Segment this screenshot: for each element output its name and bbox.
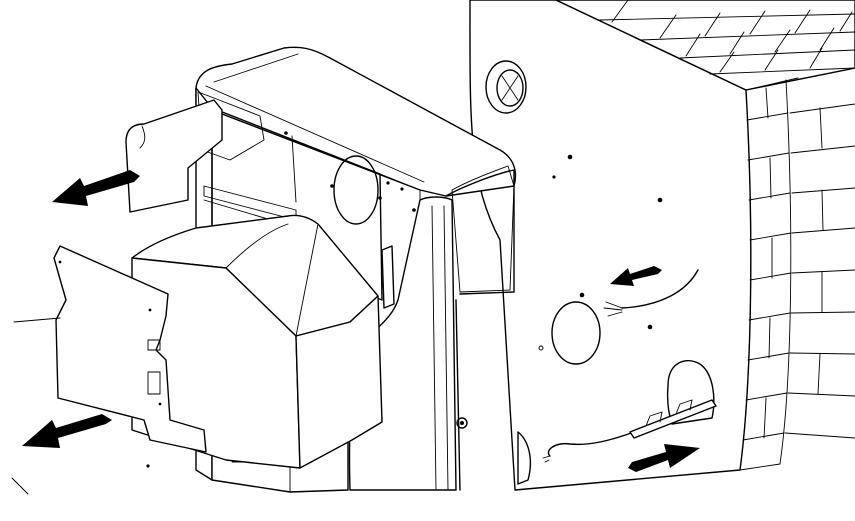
- housing-inner-frame: [211, 107, 383, 301]
- wall-anchor-points: [538, 154, 663, 351]
- wall-hole-upper: [551, 301, 601, 365]
- housing-inner-duct: [333, 155, 379, 225]
- core-top-face: [131, 214, 379, 337]
- housing-top-panel: [195, 46, 517, 197]
- wall-outer-face: [555, 0, 855, 91]
- remove-panel-arrow: [22, 414, 112, 448]
- wall-brick-courses-side: [742, 87, 855, 441]
- heat-exchanger-core: [131, 214, 395, 469]
- remove-filter-arrow: [52, 170, 140, 206]
- wall-cable: [603, 269, 699, 317]
- wall-vent-duct: [485, 60, 527, 114]
- remove-cable-arrow: [610, 266, 662, 286]
- wall-brick-courses-top: [599, 0, 855, 75]
- wall-brick-edge: [739, 77, 799, 471]
- filter-cartridge: [125, 99, 223, 213]
- front-column-screw: [456, 417, 468, 429]
- wall: [469, 0, 855, 491]
- core-side-face: [295, 295, 383, 469]
- sensor-probe: [542, 399, 717, 463]
- front-cover-panel: [11, 245, 207, 495]
- wall-hole-bottom: [517, 431, 532, 485]
- insert-probe-arrow: [628, 444, 700, 472]
- housing-vent-grille: [451, 165, 515, 293]
